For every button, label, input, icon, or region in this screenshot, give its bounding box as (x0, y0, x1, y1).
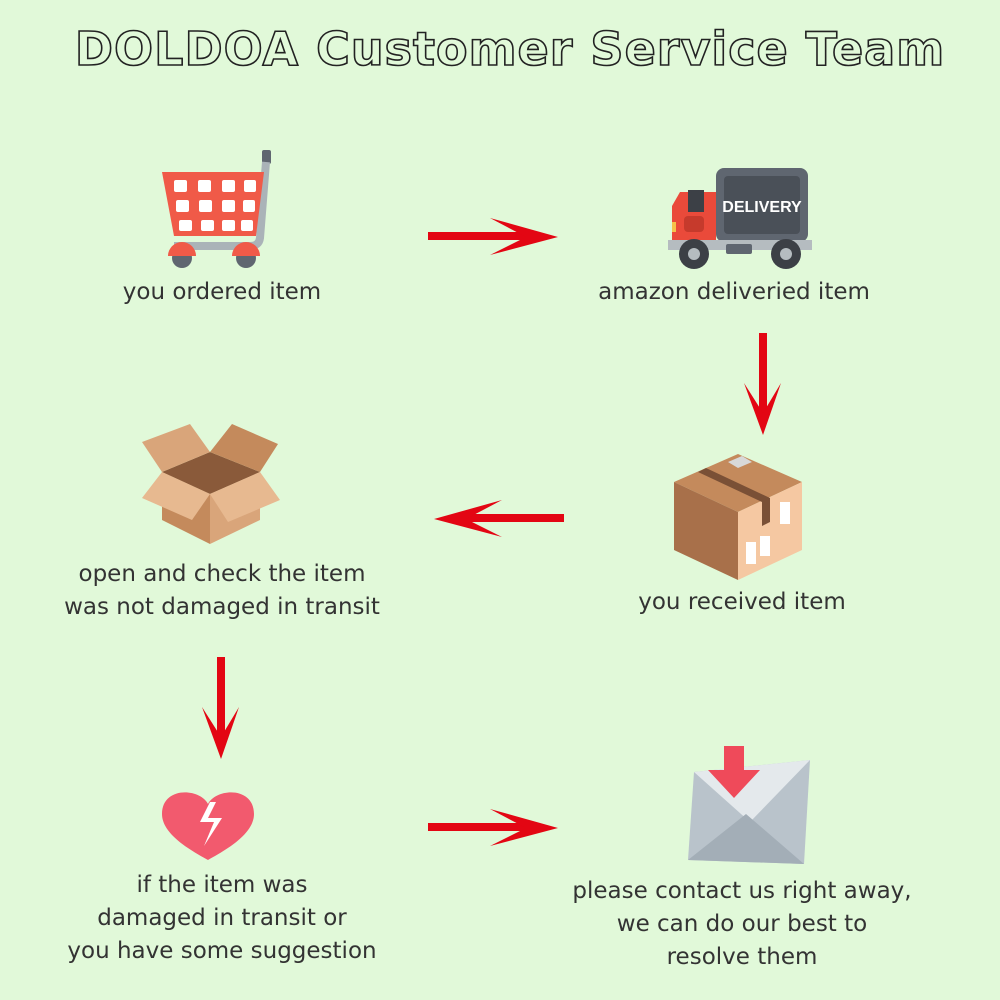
step-label-contact: please contact us right away, we can do … (572, 875, 911, 974)
label-line: if the item was (136, 872, 308, 898)
label-line: you have some suggestion (67, 938, 377, 964)
label-line: you received item (638, 589, 846, 615)
label-line: was not damaged in transit (64, 594, 380, 620)
arrow-down-icon (744, 333, 781, 435)
page-title: DOLDOA Customer Service Team (74, 21, 946, 77)
envelope-icon (688, 746, 810, 864)
arrow-right-icon (428, 809, 558, 846)
step-label-received: you received item (638, 586, 846, 619)
label-line: please contact us right away, (572, 878, 912, 904)
delivery-truck-icon: DELIVERY (668, 168, 812, 269)
label-line: amazon deliveried item (598, 279, 870, 305)
step-label-damaged: if the item was damaged in transit or yo… (67, 869, 376, 968)
closed-box-icon (674, 454, 802, 580)
arrow-down-icon (202, 657, 239, 759)
open-box-icon (142, 424, 280, 544)
step-label-delivered: amazon deliveried item (598, 276, 870, 309)
shopping-cart-icon (162, 150, 271, 268)
arrow-right-icon (428, 218, 558, 255)
label-line: resolve them (666, 944, 818, 970)
label-line: damaged in transit or (97, 905, 347, 931)
truck-label: DELIVERY (722, 199, 802, 216)
step-label-open-check: open and check the item was not damaged … (64, 558, 380, 624)
arrow-left-icon (434, 500, 564, 537)
label-line: we can do our best to (616, 911, 868, 937)
label-line: open and check the item (78, 561, 366, 587)
broken-heart-icon (162, 792, 254, 860)
label-line: you ordered item (122, 279, 322, 305)
step-label-ordered: you ordered item (123, 276, 321, 309)
